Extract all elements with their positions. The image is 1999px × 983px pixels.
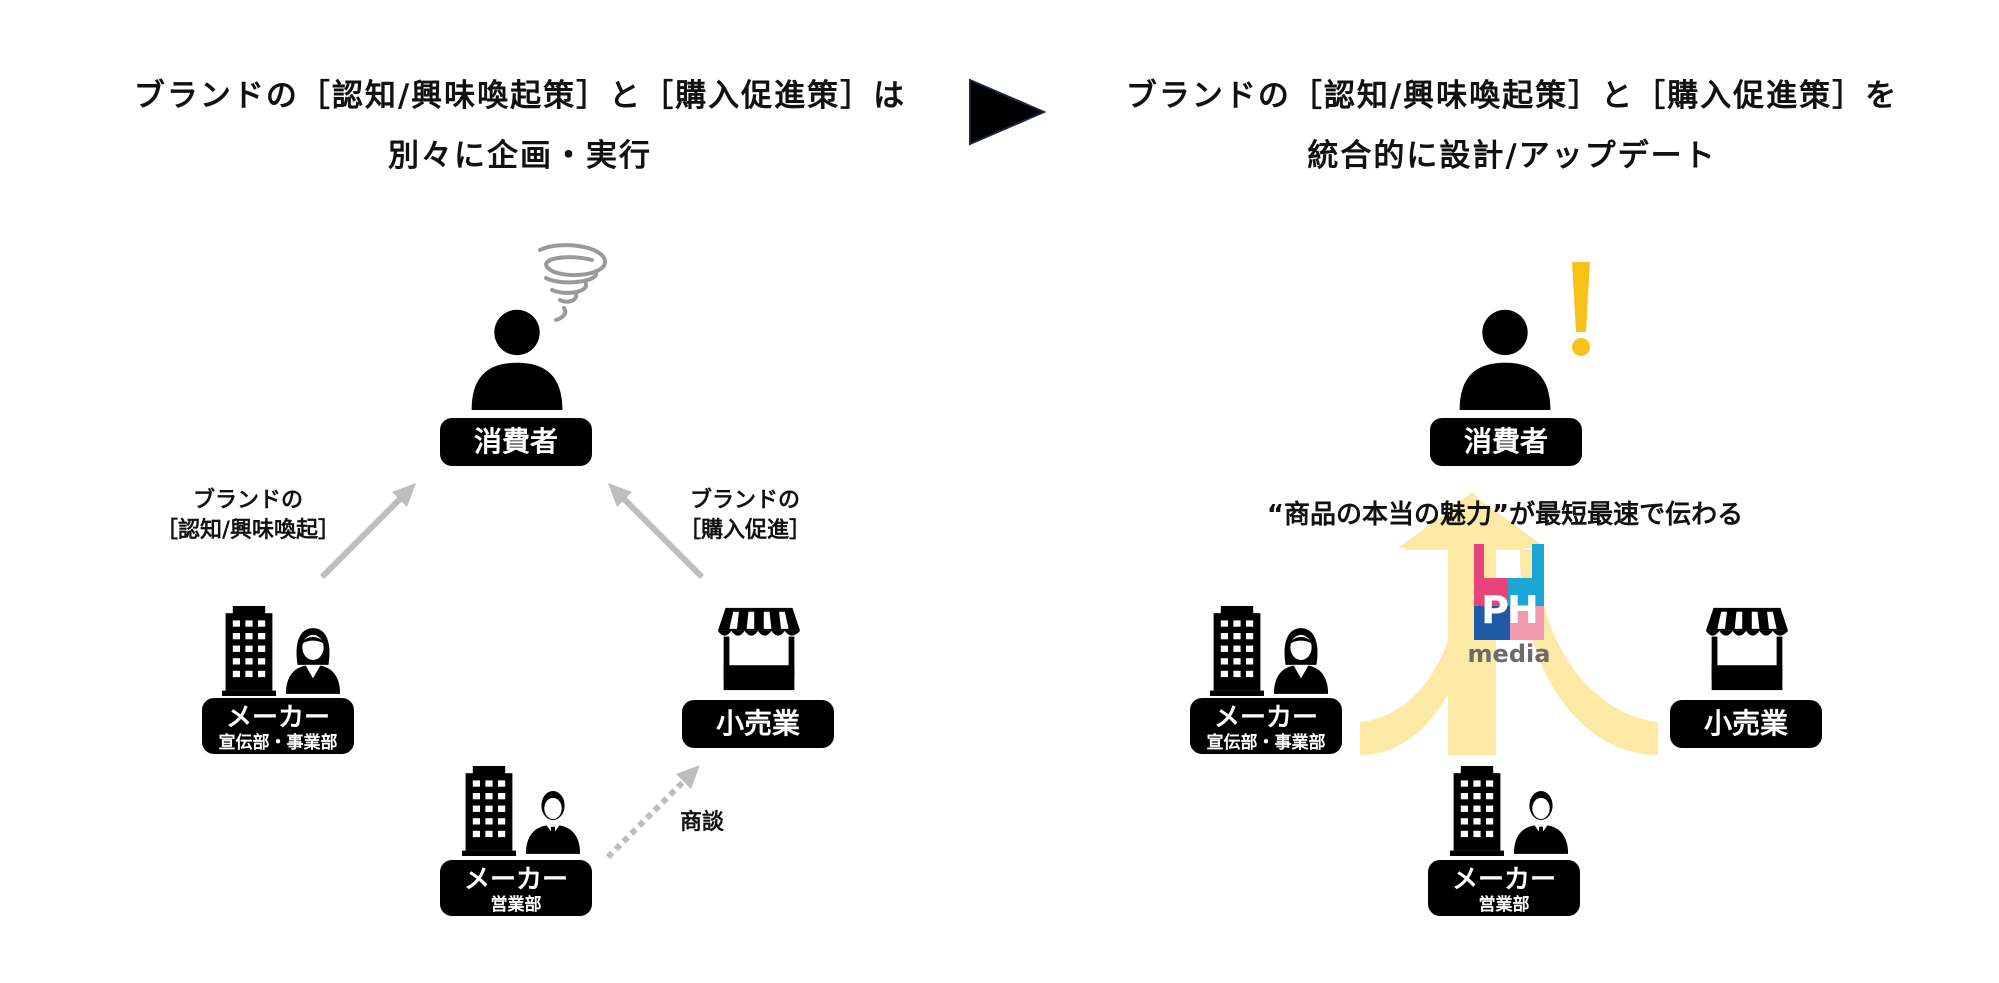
negotiation-label: 商談 xyxy=(679,810,724,835)
left-heading: ブランドの［認知/興味喚起策］と［購入促進策］は 別々に企画・実行 xyxy=(60,66,980,186)
arrow-awareness-label: ブランドの ［認知/興味喚起］ xyxy=(155,488,341,543)
logo-letters: PH xyxy=(1481,588,1539,632)
businesswoman-icon xyxy=(1272,626,1330,694)
exclamation-icon xyxy=(1572,262,1590,356)
logo-wordmark: media xyxy=(1467,640,1551,668)
right-heading-line2: 統合的に設計/アップデート xyxy=(1307,138,1717,174)
swirl-icon xyxy=(538,243,608,322)
retailer-pill-right: 小売業 xyxy=(1670,700,1822,748)
maker-promo-pill-left: メーカー 宣伝部・事業部 xyxy=(202,698,354,754)
businessman-icon xyxy=(524,786,582,854)
businessman-icon xyxy=(1512,786,1570,854)
person-icon xyxy=(1456,306,1554,410)
right-heading: ブランドの［認知/興味喚起策］と［購入促進策］を 統合的に設計/アップデート xyxy=(1052,66,1972,186)
retailer-pill-left: 小売業 xyxy=(682,700,834,748)
consumer-pill-left: 消費者 xyxy=(440,418,592,466)
building-icon xyxy=(462,766,516,856)
person-icon xyxy=(468,306,566,410)
arrow-purchase xyxy=(608,483,705,580)
shop-icon xyxy=(714,606,804,692)
maker-promo-pill-right: メーカー 宣伝部・事業部 xyxy=(1190,698,1342,754)
ph-media-logo xyxy=(1474,544,1544,640)
building-icon xyxy=(222,606,276,696)
message-text: “商品の本当の魅力”が最短最速で伝わる xyxy=(1266,500,1744,530)
maker-sales-pill-left: メーカー 営業部 xyxy=(440,860,592,916)
arrow-negotiation xyxy=(605,765,700,860)
building-icon xyxy=(1210,606,1264,696)
consumer-pill-right: 消費者 xyxy=(1430,418,1582,466)
building-icon xyxy=(1450,766,1504,856)
play-triangle-icon xyxy=(969,78,1047,146)
businesswoman-icon xyxy=(284,626,342,694)
left-heading-line1: ブランドの［認知/興味喚起策］と［購入促進策］は xyxy=(133,78,907,114)
right-heading-line1: ブランドの［認知/興味喚起策］と［購入促進策］を xyxy=(1125,78,1899,114)
maker-sales-pill-right: メーカー 営業部 xyxy=(1428,860,1580,916)
shop-icon xyxy=(1702,606,1792,692)
left-heading-line2: 別々に企画・実行 xyxy=(388,138,652,174)
arrow-purchase-label: ブランドの ［購入促進］ xyxy=(678,488,811,543)
arrow-awareness xyxy=(319,483,416,580)
